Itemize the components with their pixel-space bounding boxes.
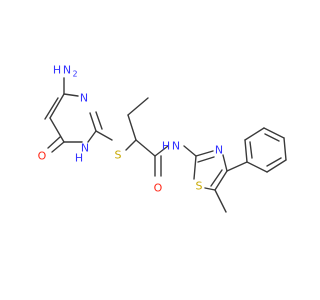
bond-c5-c6 <box>49 117 65 143</box>
bond-c6-o-double <box>47 136 61 149</box>
bond-ch-ch2 <box>127 114 137 141</box>
molecule-structure: H N 2 N N H O S O N H N S <box>38 64 287 213</box>
bond-layer <box>44 77 287 213</box>
thioether-sulfur-label: S <box>115 149 122 162</box>
bond-c4t-c5t <box>214 170 228 191</box>
bond-c4t-ph <box>226 161 248 172</box>
bond-ph1-ph2-inner <box>249 141 253 159</box>
bond-ch-co <box>135 139 156 157</box>
keto-oxygen-label: O <box>38 150 47 163</box>
bond-ph3-ph4 <box>263 127 285 139</box>
bond-co-n <box>154 145 169 157</box>
atom-label-layer: H N 2 N N H O S O N H N S <box>38 64 223 195</box>
bond-s1t-c2t <box>193 155 197 180</box>
bond-n1-c2 <box>87 130 97 143</box>
bond-c2t-n3t <box>195 150 214 157</box>
bond-c4t-c5t-double <box>210 169 223 187</box>
bond-ph6-ph1 <box>246 161 268 173</box>
bond-c2-n3 <box>89 112 97 132</box>
amide-n-label: N <box>172 140 180 153</box>
bond-s-ch <box>125 139 137 151</box>
bond-n-c2t <box>183 145 197 157</box>
bond-n3-c4 <box>63 93 79 97</box>
bond-ph1-ph2 <box>244 139 248 163</box>
bond-ph5-ph6 <box>266 159 287 173</box>
bond-ph2-ph3 <box>244 127 265 141</box>
amine-subscript-label: 2 <box>72 70 77 79</box>
bond-c2-n3-double <box>95 111 103 130</box>
ring-n1-h-label: H <box>75 152 83 165</box>
bond-c2t-n3t-double <box>197 156 215 163</box>
bond-ch2-ch3 <box>127 97 149 116</box>
bond-n3t-c4t <box>222 154 228 172</box>
bond-c4-c5 <box>49 93 65 119</box>
amide-oxygen-label: O <box>154 182 163 195</box>
amine-n-label: N <box>63 64 71 77</box>
bond-c2-s <box>95 130 113 141</box>
ring-n1-label: N <box>81 142 89 155</box>
bond-c5t-s1t <box>204 187 216 191</box>
thiazole-sulfur-label: S <box>196 180 203 193</box>
bond-c4-c5-double <box>44 97 59 120</box>
bond-ph5-ph6-inner <box>266 157 282 167</box>
bond-c6-o <box>51 141 65 153</box>
ring-n3-label: N <box>80 92 88 105</box>
bond-ph3-ph4-inner <box>264 133 280 142</box>
bond-c5t-me <box>214 189 227 213</box>
amide-h-label: H <box>162 140 170 153</box>
thiazole-n-label: N <box>215 144 223 157</box>
bond-ph4-ph5 <box>283 137 287 161</box>
amine-h-label: H <box>53 64 61 77</box>
